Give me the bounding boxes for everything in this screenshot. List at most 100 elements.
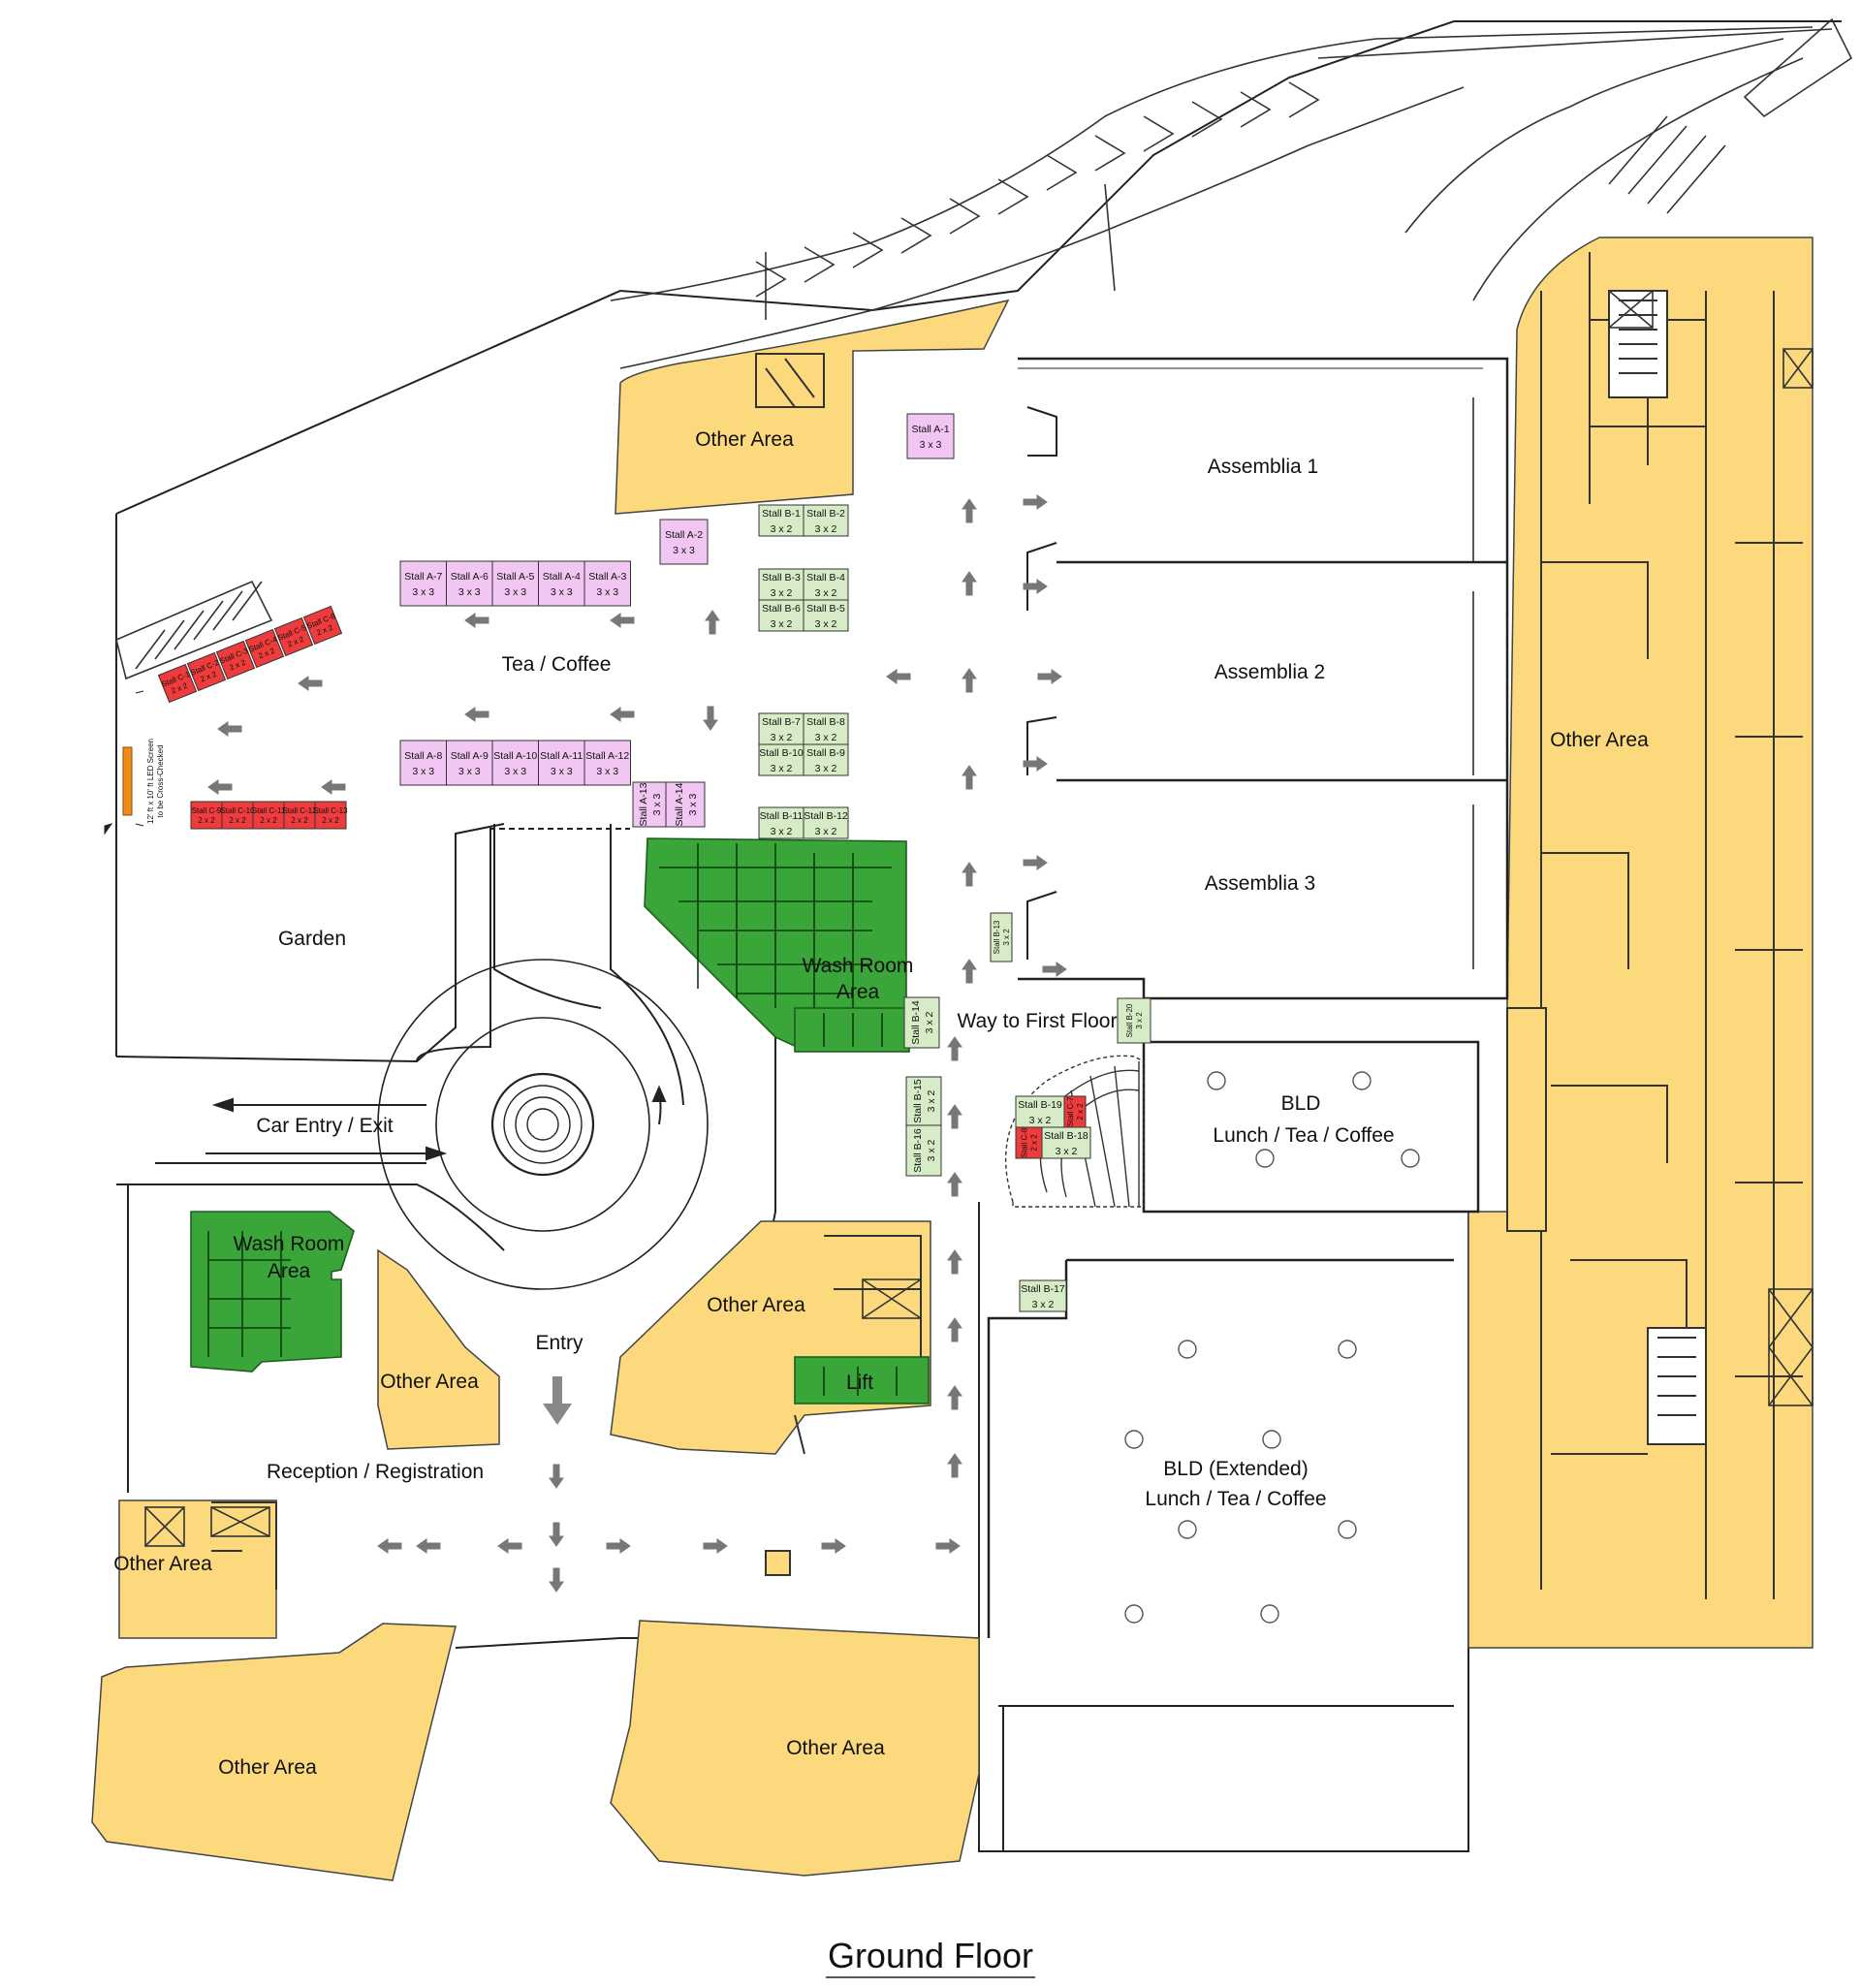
stall-b18[interactable]: Stall B-18 3 x 2	[1041, 1126, 1091, 1159]
stall-a-row2-1-name: Stall A-9	[451, 750, 489, 762]
arrow-up-6	[947, 1036, 962, 1061]
stall-a-row2-2[interactable]: Stall A-103 x 3	[491, 740, 539, 786]
stall-c-row1-4-box	[273, 616, 314, 657]
stall-a-row1-2-name: Stall A-5	[496, 571, 534, 583]
stall-b-grid-5-0[interactable]: Stall B-113 x 2	[758, 806, 804, 839]
stall-a-row2-3[interactable]: Stall A-113 x 3	[538, 740, 585, 786]
stall-c-row2-3[interactable]: Stall C-122 x 2	[282, 801, 317, 830]
stall-b-grid-4-0[interactable]: Stall B-103 x 2	[758, 743, 804, 776]
stall-c-row1-4[interactable]: Stall C-52 x 2	[273, 616, 314, 657]
stall-a-row1-1[interactable]: Stall A-63 x 3	[446, 560, 493, 607]
stall-a-row1-2[interactable]: Stall A-53 x 3	[491, 560, 539, 607]
stall-a-row2-1[interactable]: Stall A-93 x 3	[446, 740, 493, 786]
arrow-right-34	[1023, 855, 1048, 870]
stall-c-row2-2[interactable]: Stall C-112 x 2	[252, 801, 286, 830]
stall-c-row2-1-name: Stall C-10	[220, 806, 255, 815]
stall-b17[interactable]: Stall B-173 x 2	[1019, 1279, 1067, 1312]
stall-b-grid-3-1-box	[803, 712, 849, 745]
stall-b15-size: 3 x 2	[926, 1089, 937, 1112]
stall-b-grid-1-0[interactable]: Stall B-33 x 2	[758, 568, 804, 601]
stall-b-grid-5-1[interactable]: Stall B-123 x 2	[803, 806, 849, 839]
stall-b17-box	[1019, 1279, 1067, 1312]
stall-a-row2-2-box	[491, 740, 539, 786]
arrow-down-16	[549, 1522, 564, 1547]
stall-b13-size: 3 x 2	[1002, 929, 1011, 946]
stall-b-grid-3-1[interactable]: Stall B-83 x 2	[803, 712, 849, 745]
stall-a-row2-0[interactable]: Stall A-83 x 3	[399, 740, 447, 786]
stall-b14-box	[903, 996, 940, 1049]
stall-b16-box	[905, 1124, 942, 1177]
stall-b18-size: 3 x 2	[1056, 1146, 1078, 1157]
car-entry-label: Car Entry / Exit	[256, 1115, 393, 1137]
stall-c-row2-0[interactable]: Stall C-92 x 2	[190, 801, 223, 830]
stall-b18-name: Stall B-18	[1044, 1130, 1088, 1142]
stall-c-row1-3[interactable]: Stall C-42 x 2	[244, 628, 285, 669]
other-area-top-label: Other Area	[695, 428, 794, 451]
circulation-arrows	[207, 494, 1067, 1593]
stall-b-grid-5-1-size: 3 x 2	[815, 826, 837, 837]
arrow-left-23	[217, 721, 242, 737]
stall-a2[interactable]: Stall A-23 x 3	[659, 519, 709, 565]
stall-b-grid-4-0-name: Stall B-10	[759, 747, 804, 759]
stall-c-row2-4[interactable]: Stall C-132 x 2	[313, 801, 348, 830]
stall-a-row1-3-name: Stall A-4	[543, 571, 581, 583]
stall-b-grid-0-1-box	[803, 504, 849, 537]
car-entry-arrows	[205, 1085, 667, 1161]
wash-room-south-label: Wash Room	[234, 1233, 345, 1255]
stall-c-row1-5[interactable]: Stall C-62 x 2	[302, 605, 343, 646]
arrow-up-2	[962, 668, 977, 693]
stall-a1-size: 3 x 3	[920, 439, 942, 451]
stall-b-grid-5-0-box	[758, 806, 804, 839]
stall-b-grid-2-1-name: Stall B-5	[806, 603, 845, 615]
stall-a13-size: 3 x 3	[651, 793, 663, 815]
stall-a-row2-0-size: 3 x 3	[412, 766, 434, 777]
arrow-left-25	[321, 779, 346, 795]
tea-coffee-label: Tea / Coffee	[502, 653, 612, 676]
stall-b20-box	[1117, 997, 1151, 1044]
stall-a-row1-0[interactable]: Stall A-73 x 3	[399, 560, 447, 607]
stall-a-row1-4[interactable]: Stall A-33 x 3	[584, 560, 631, 607]
stall-b-grid-0-0[interactable]: Stall B-13 x 2	[758, 504, 804, 537]
stall-a1[interactable]: Stall A-1 3 x 3	[906, 413, 955, 459]
arrow-up-0	[962, 498, 977, 523]
stall-b-grid-2-1[interactable]: Stall B-53 x 2	[803, 599, 849, 632]
stall-c-row1-0[interactable]: Stall C-12 x 2	[157, 663, 198, 704]
stall-b-grid-0-1-size: 3 x 2	[815, 523, 837, 535]
arrow-left-24	[207, 779, 233, 795]
stall-c-row2-4-name: Stall C-13	[313, 806, 348, 815]
stall-a-row2-4[interactable]: Stall A-123 x 3	[584, 740, 631, 786]
stall-b-grid-3-0[interactable]: Stall B-73 x 2	[758, 712, 804, 745]
arrow-right-36	[703, 1538, 728, 1554]
stall-b-grid-4-1[interactable]: Stall B-93 x 2	[803, 743, 849, 776]
stall-a-row1-0-name: Stall A-7	[404, 571, 442, 583]
stall-c-row2-3-name: Stall C-12	[282, 806, 317, 815]
stall-a-row1-3-size: 3 x 3	[551, 586, 573, 598]
stall-b15-name: Stall B-15	[912, 1079, 924, 1123]
stall-b-grid-2-0[interactable]: Stall B-63 x 2	[758, 599, 804, 632]
stall-b-grid-2-1-box	[803, 599, 849, 632]
stall-b18-box	[1041, 1126, 1091, 1159]
stall-c7-name: Stall C-7	[1066, 1096, 1075, 1126]
stall-b-grid-0-1[interactable]: Stall B-23 x 2	[803, 504, 849, 537]
stall-b-grid-5-0-size: 3 x 2	[771, 826, 793, 837]
stall-b19[interactable]: Stall B-193 x 2	[1015, 1095, 1065, 1128]
stall-c-row1-2-box	[215, 640, 256, 680]
stall-b-grid-1-1[interactable]: Stall B-43 x 2	[803, 568, 849, 601]
stall-c-row1-2[interactable]: Stall C-32 x 2	[215, 640, 256, 680]
arrow-down-14	[703, 706, 718, 731]
stall-b-grid-2-0-box	[758, 599, 804, 632]
stall-c-row1-1[interactable]: Stall C-22 x 2	[186, 651, 227, 692]
stall-c-row2-1[interactable]: Stall C-102 x 2	[220, 801, 255, 830]
stall-a1-name: Stall A-1	[911, 424, 949, 435]
stall-a-row1-3[interactable]: Stall A-4 3 x 3	[538, 560, 585, 607]
